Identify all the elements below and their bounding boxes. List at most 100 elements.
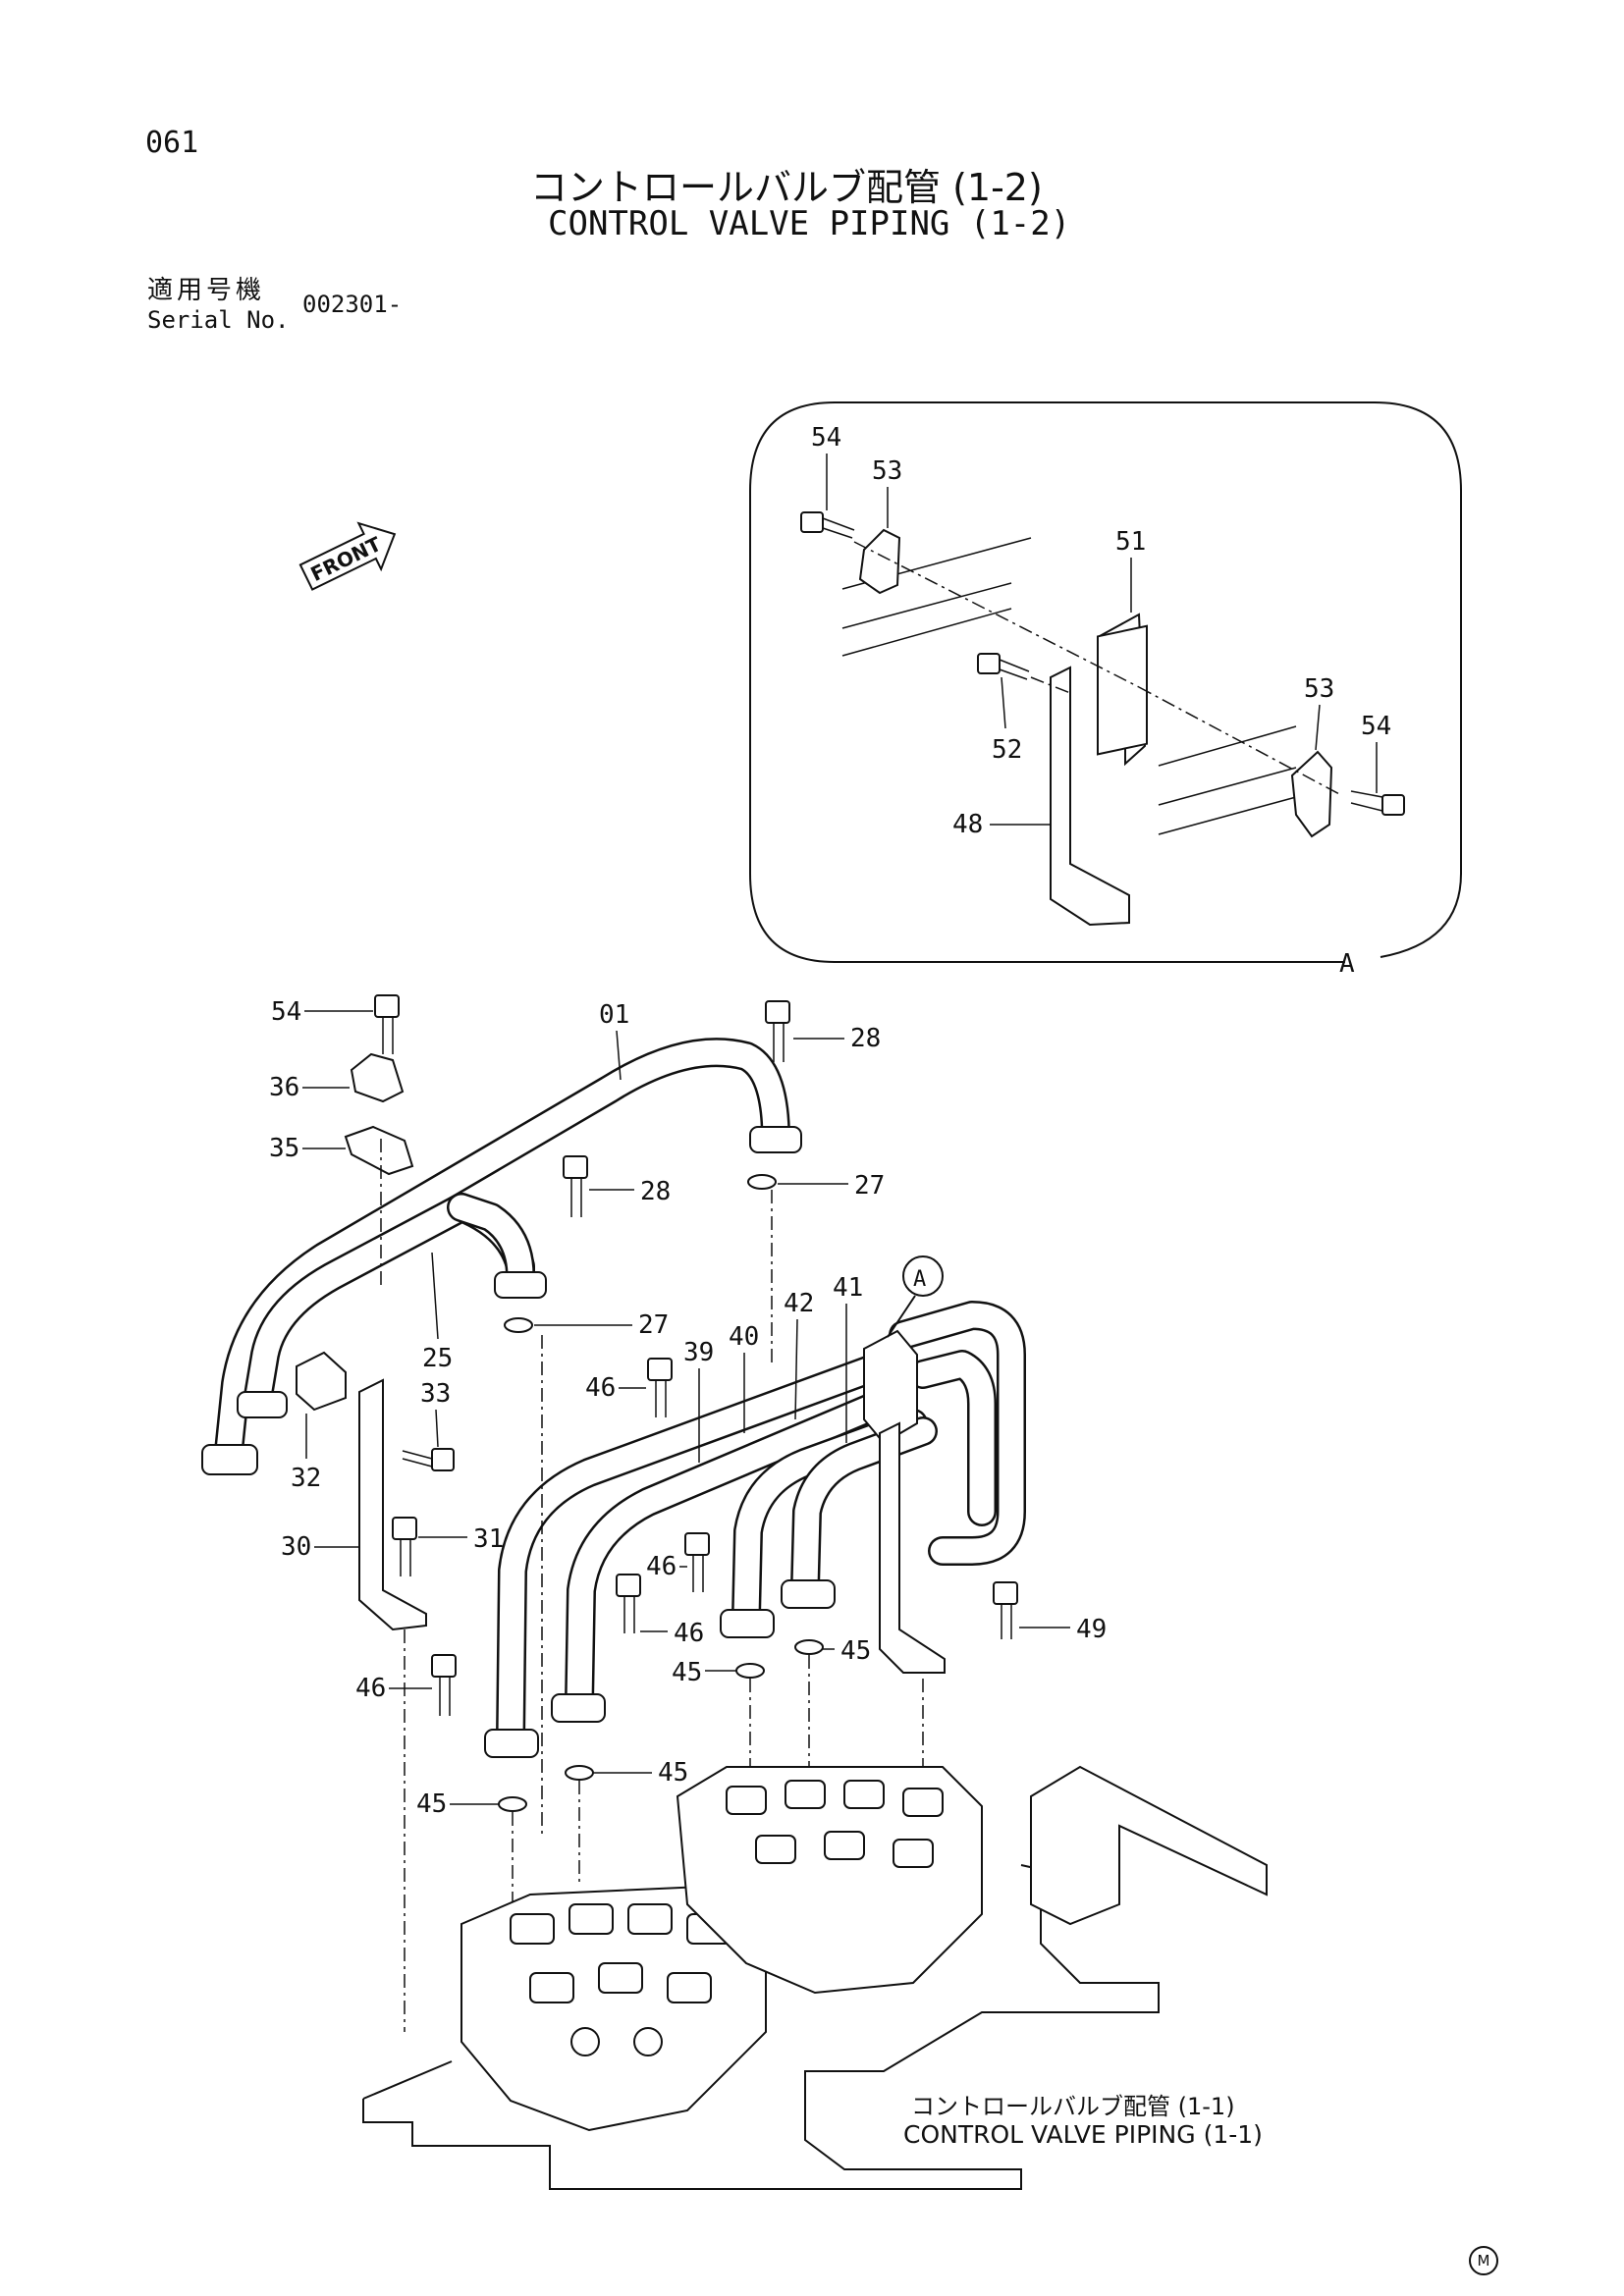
page-number: 061 (145, 126, 199, 160)
frame-rail-upper-2 (841, 582, 1012, 629)
flange-40 (551, 1693, 606, 1723)
part-53-clamp-lower (1290, 750, 1333, 838)
callout-53-lower: 53 (1304, 674, 1334, 704)
callout-31: 31 (473, 1524, 504, 1554)
callout-46-lower: 46 (355, 1674, 386, 1703)
part-52-bolt (977, 653, 1030, 680)
pipe-clamp-bracket-a (863, 1329, 918, 1445)
callout-46-right: 46 (674, 1619, 704, 1648)
callout-54: 54 (271, 997, 301, 1027)
flange-39 (484, 1729, 539, 1758)
page-title-jp: コントロールバルブ配管 (1-2) (530, 166, 1043, 209)
corner-mark: M (1469, 2246, 1498, 2275)
part-46-bolt-4 (431, 1654, 457, 1716)
callout-28-mid: 28 (640, 1177, 671, 1206)
part-45-oring-3 (565, 1765, 594, 1781)
callout-28-right: 28 (850, 1024, 881, 1053)
frame-rail-lower-2 (1158, 767, 1297, 806)
part-53-clamp-upper (858, 528, 901, 595)
part-51-plate-face (1097, 624, 1148, 756)
flange-25-top (494, 1271, 547, 1299)
flange-41 (781, 1579, 836, 1609)
control-valve-lower (460, 1883, 767, 2132)
part-27-oring-right (747, 1174, 777, 1190)
part-49-bolt (993, 1581, 1018, 1639)
front-direction-marker: FRONT (298, 521, 397, 591)
serial-label-en: Serial No. (147, 306, 290, 334)
part-46-bolt-3 (616, 1574, 641, 1633)
frame-rail-upper-3 (841, 608, 1012, 657)
part-54-bolt-upper (800, 511, 855, 539)
part-45-oring-1 (735, 1663, 765, 1679)
callout-45-right: 45 (840, 1636, 871, 1666)
frame-rail-lower-3 (1158, 796, 1297, 835)
detail-view-label: A (1339, 949, 1355, 979)
serial-label-jp: 適用号機 (147, 276, 266, 305)
part-27-oring-mid (504, 1317, 533, 1333)
detail-view-a: A (749, 401, 1462, 979)
callout-48: 48 (952, 810, 983, 839)
serial-value: 002301- (302, 291, 403, 318)
reference-note-en: CONTROL VALVE PIPING (1-1) (903, 2120, 1263, 2149)
callout-42: 42 (784, 1289, 814, 1318)
part-46-bolt-1 (647, 1358, 673, 1417)
control-valve-upper (676, 1766, 983, 1995)
callout-46-mid: 46 (646, 1552, 677, 1581)
assembly-centerline-3 (1030, 676, 1071, 694)
assembly-centerline-1 (853, 541, 1140, 688)
callout-46-top: 46 (585, 1373, 616, 1403)
callout-35: 35 (269, 1134, 299, 1163)
callout-27-mid: 27 (638, 1310, 669, 1340)
callout-a-circle (902, 1255, 944, 1297)
frame-rail-lower (1158, 725, 1297, 767)
frame-bracket-right (1030, 1765, 1268, 1926)
callout-45-lower-right: 45 (658, 1758, 688, 1788)
callout-53-upper: 53 (872, 456, 902, 486)
base-frame (362, 1864, 1160, 2190)
callout-45-mid: 45 (672, 1658, 702, 1687)
part-54-bolt-lower (1350, 790, 1405, 816)
part-28-bolt-mid (563, 1155, 588, 1217)
main-assembly: A 54 01 28 36 35 27 28 27 25 42 41 4 (201, 994, 1268, 2190)
part-45-oring-2 (794, 1639, 824, 1655)
callout-41: 41 (833, 1273, 863, 1303)
assembly-centerline-2 (1138, 686, 1342, 796)
callout-40: 40 (729, 1322, 759, 1352)
callout-27-right: 27 (854, 1171, 885, 1201)
callout-25: 25 (422, 1344, 453, 1373)
part-36-clamp (350, 1052, 405, 1103)
flange-01-end (201, 1444, 258, 1475)
flange-25-end (237, 1391, 288, 1418)
page-title-en: CONTROL VALVE PIPING (1-2) (548, 204, 1071, 243)
callout-52: 52 (992, 735, 1022, 765)
support-bracket-a (879, 1421, 946, 1674)
part-28-bolt-right (765, 1000, 790, 1062)
callout-54-lower: 54 (1361, 712, 1391, 741)
flange-42 (720, 1609, 775, 1638)
part-48-bracket (1050, 666, 1130, 927)
callout-30: 30 (281, 1532, 311, 1562)
part-33-bolt (402, 1448, 455, 1471)
detail-frame (749, 401, 1462, 963)
part-54-bolt-main (374, 994, 400, 1054)
callout-a: A (913, 1267, 926, 1292)
callout-36: 36 (269, 1073, 299, 1102)
callout-39: 39 (683, 1338, 714, 1367)
reference-note-jp: コントロールバルブ配管 (1-1) (911, 2093, 1235, 2120)
part-31-bolt (392, 1517, 417, 1576)
callout-49: 49 (1076, 1615, 1107, 1644)
callout-45-lower-left: 45 (416, 1789, 447, 1819)
callout-01: 01 (599, 1000, 629, 1030)
callout-33: 33 (420, 1379, 451, 1409)
callout-32: 32 (291, 1464, 321, 1493)
part-30-bracket (358, 1378, 427, 1631)
part-46-bolt-2 (684, 1532, 710, 1592)
part-45-oring-4 (498, 1796, 527, 1812)
part-35-clamp (344, 1125, 414, 1176)
front-arrow-icon (298, 521, 397, 591)
callout-54-upper: 54 (811, 423, 841, 453)
part-32-plate (296, 1351, 347, 1412)
callout-51: 51 (1115, 527, 1146, 557)
